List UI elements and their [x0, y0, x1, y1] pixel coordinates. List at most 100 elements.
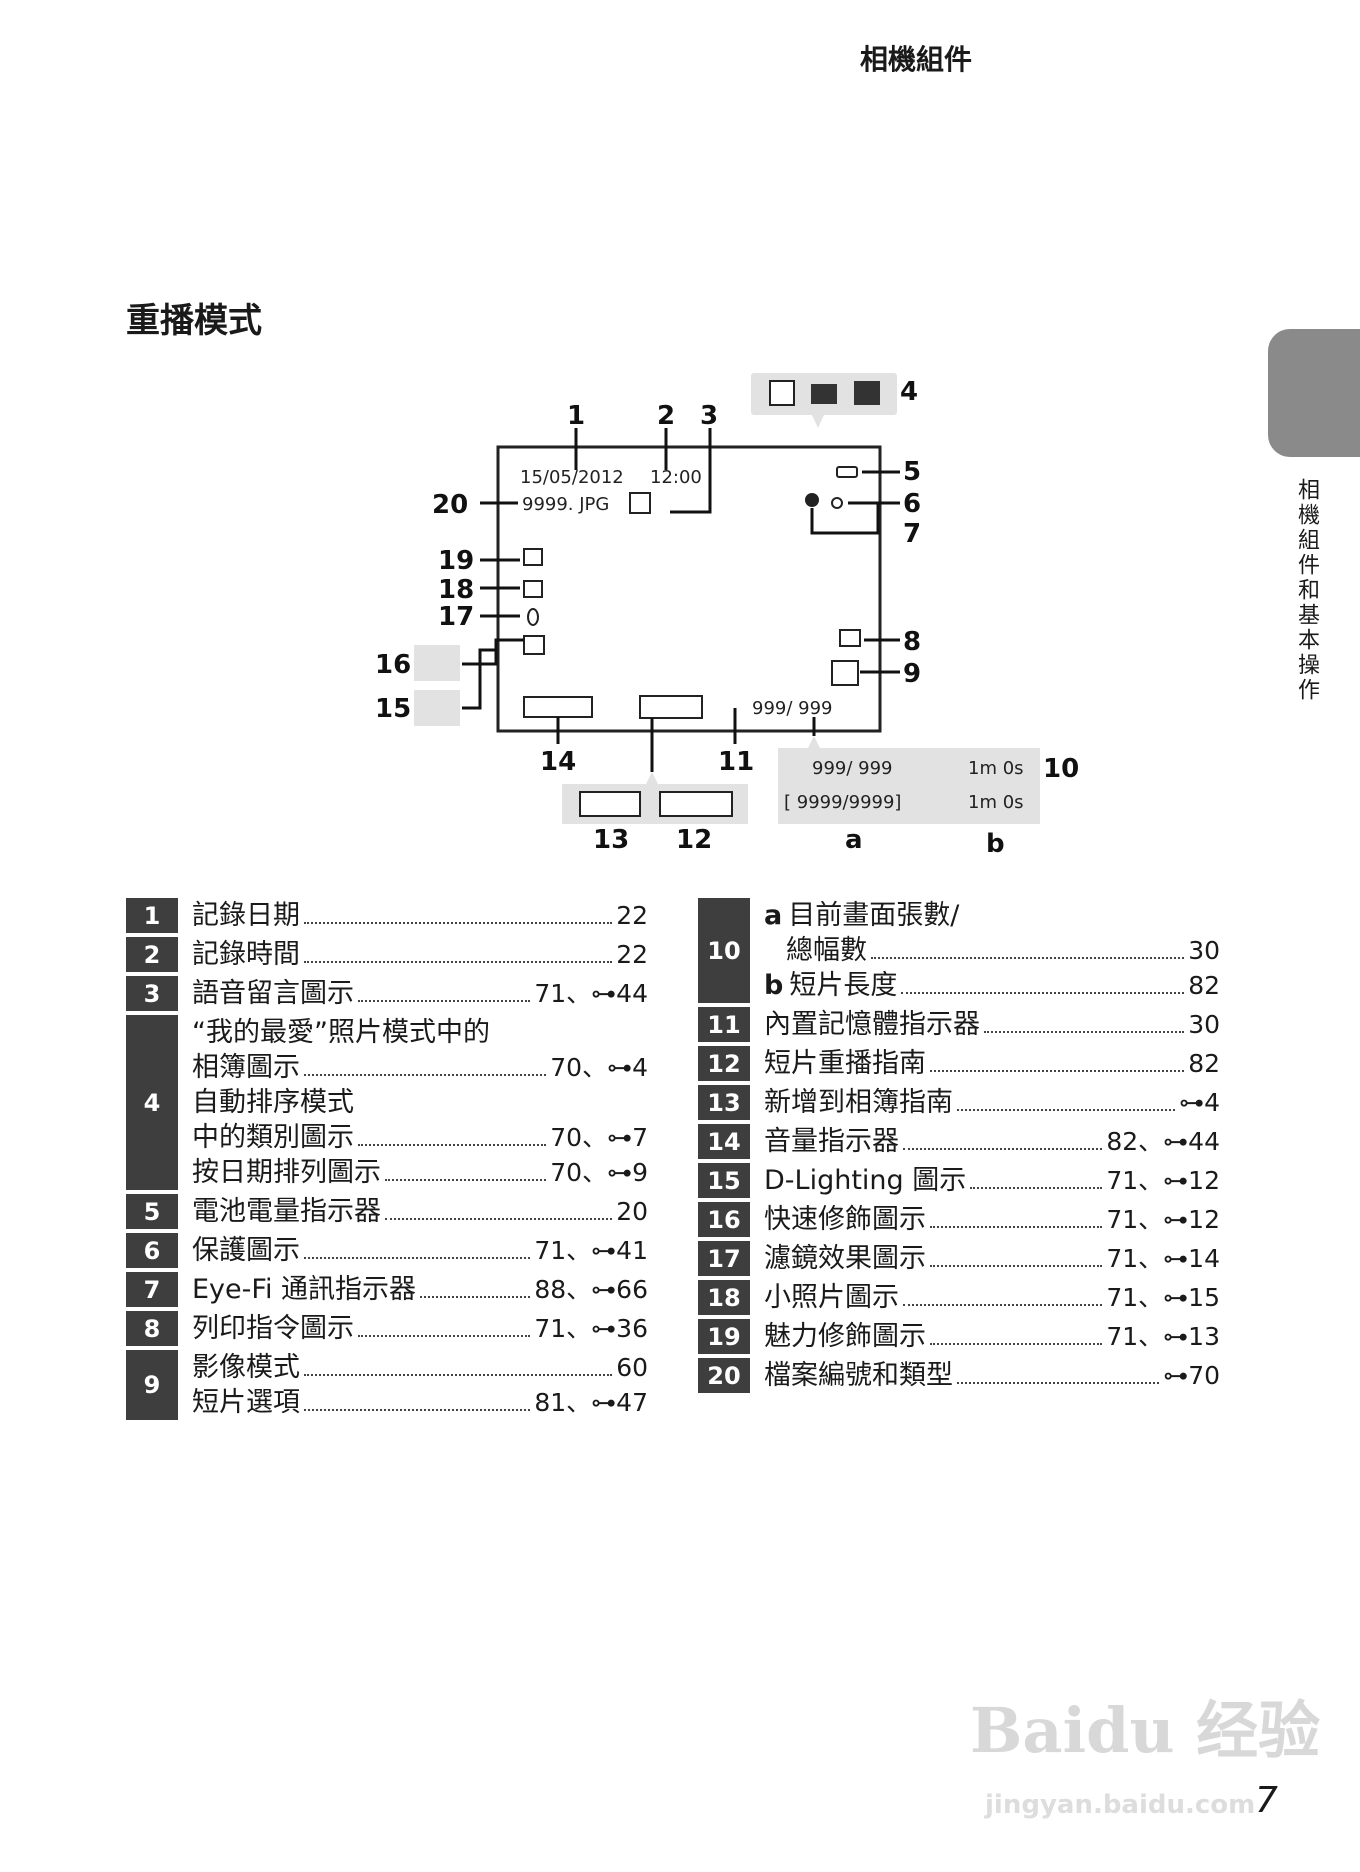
legend-row2-a: [ 9999/9999]	[784, 792, 901, 813]
leader-dots	[420, 1296, 531, 1298]
page-reference: 71、⊶12	[1106, 1205, 1220, 1234]
leader-dots	[984, 1031, 1185, 1033]
date-readout: 15/05/2012	[520, 467, 624, 488]
page-reference: 71、⊶12	[1106, 1166, 1220, 1195]
leader-dots	[871, 957, 1185, 959]
item-label: 檔案編號和類型	[764, 1360, 953, 1391]
callout-18: 18	[438, 575, 474, 605]
item-sub-letter: b	[764, 970, 784, 1001]
image-mode-icon	[831, 660, 859, 686]
callout-9: 9	[903, 659, 921, 689]
callout-1: 1	[567, 401, 585, 431]
callout-4: 4	[900, 377, 918, 407]
eyefi-icon	[805, 493, 819, 507]
item-number: 1	[126, 898, 178, 933]
ok-album-icon	[579, 791, 641, 817]
callout-13: 13	[593, 825, 629, 855]
item-number: 6	[126, 1233, 178, 1268]
table-row: 20 檔案編號和類型 ⊶70	[698, 1358, 1220, 1393]
case-icon	[811, 384, 837, 404]
page-reference: 88、⊶66	[534, 1275, 648, 1304]
dlighting-screen-icon	[523, 635, 545, 655]
item-label: 相簿圖示	[192, 1052, 300, 1083]
leader-lines	[462, 428, 900, 772]
item-sub-letter: a	[764, 900, 783, 931]
item-line: 自動排序模式	[192, 1085, 648, 1120]
item-number: 2	[126, 937, 178, 972]
file-readout: 9999. JPG	[522, 494, 609, 515]
leader-dots	[957, 1109, 1176, 1111]
item-description: 檔案編號和類型 ⊶70	[750, 1358, 1220, 1393]
watermark-logo: Baidu 经验	[970, 1694, 1321, 1767]
callout-10: 10	[1043, 754, 1079, 784]
legend-row1-a: 999/ 999	[812, 758, 893, 779]
item-number: 20	[698, 1358, 750, 1393]
item-number: 10	[698, 898, 750, 1003]
leader-dots	[930, 1070, 1185, 1072]
counter-legend-box	[778, 748, 1040, 824]
small-picture-icon	[523, 580, 543, 598]
callout-11: 11	[718, 747, 754, 777]
item-number: 16	[698, 1202, 750, 1237]
leader-dots	[903, 1148, 1103, 1150]
item-label: 記錄日期	[192, 900, 300, 931]
page-heading: 重播模式	[126, 301, 262, 341]
leader-dots	[957, 1382, 1160, 1384]
protect-icon	[831, 497, 843, 509]
leader-dots	[901, 992, 1185, 994]
page-reference: 71、⊶44	[534, 979, 648, 1008]
page-reference: 70、⊶9	[550, 1158, 648, 1187]
page-reference: 82	[1188, 971, 1220, 1000]
leader-dots	[358, 1335, 531, 1337]
callout-2: 2	[657, 401, 675, 431]
item-label: 短片選項	[192, 1387, 300, 1418]
callout-17: 17	[438, 602, 474, 632]
item-label: 列印指令圖示	[192, 1313, 354, 1344]
callout-5: 5	[903, 457, 921, 487]
item-label: 內置記憶體指示器	[764, 1009, 980, 1040]
side-tab	[1268, 329, 1360, 457]
item-number: 18	[698, 1280, 750, 1315]
item-label: 總幅數	[786, 935, 867, 966]
page-reference: 30	[1188, 1010, 1220, 1039]
battery-icon	[836, 466, 858, 478]
page-reference: 70、⊶4	[550, 1053, 648, 1082]
item-label: 影像模式	[192, 1352, 300, 1383]
item-label: 自動排序模式	[192, 1087, 354, 1118]
quick-retouch-box	[414, 645, 460, 681]
page-reference: 82	[1188, 1049, 1220, 1078]
ok-play-icon	[659, 791, 733, 817]
table-row: 11 內置記憶體指示器 30	[698, 1007, 1220, 1042]
leader-dots	[930, 1226, 1103, 1228]
item-line: 新增到相簿指南⊶4	[764, 1085, 1220, 1120]
legend-row2-b: 1m 0s	[968, 792, 1024, 813]
page-reference: ⊶70	[1163, 1361, 1220, 1390]
item-number: 11	[698, 1007, 750, 1042]
playback-screen-diagram: 15/05/2012 12:00 9999. JPG 999/ 999 999/…	[375, 373, 1079, 859]
